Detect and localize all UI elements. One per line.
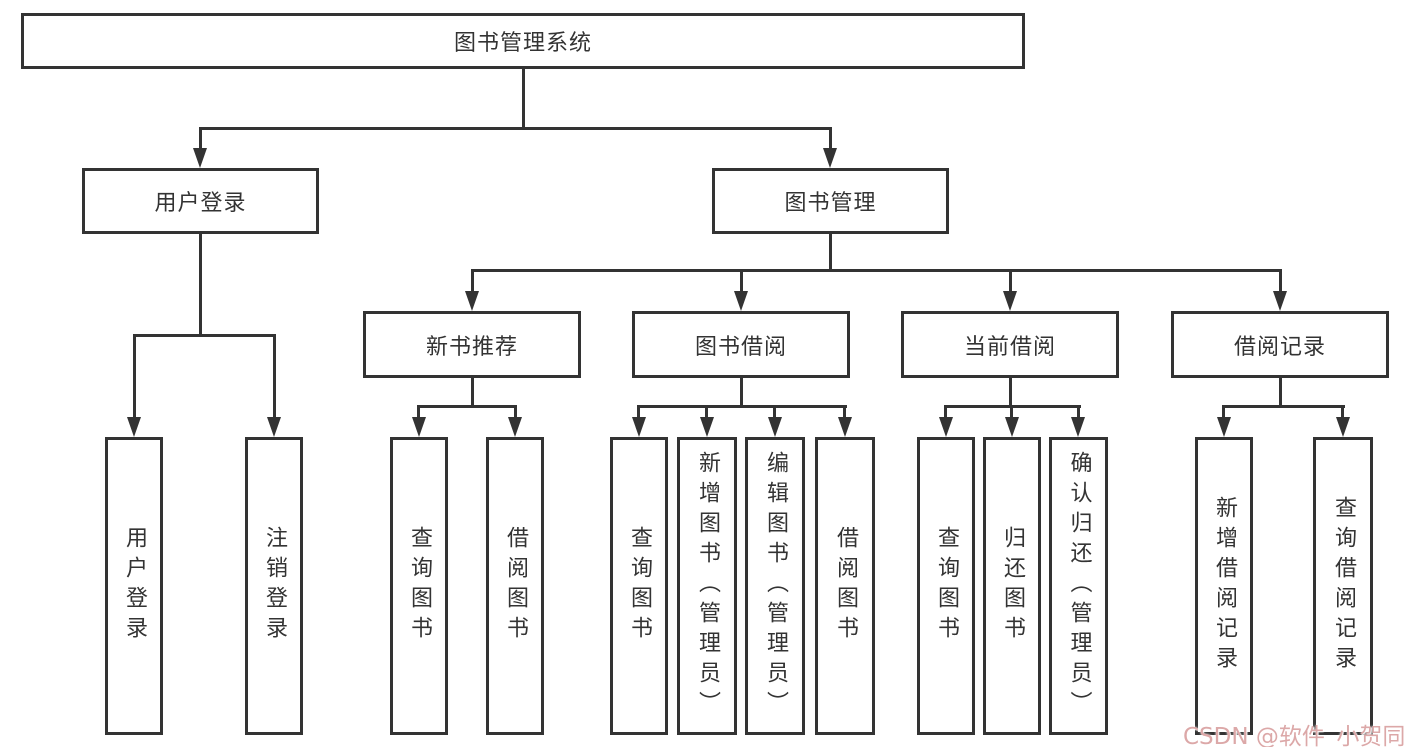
connector-stem bbox=[417, 405, 420, 419]
leaf-borrow-books-recommend: 借阅图书 bbox=[486, 437, 544, 735]
node-label: 新书推荐 bbox=[425, 334, 518, 360]
node-user-login: 用户登录 bbox=[82, 168, 319, 234]
connector-stem bbox=[829, 127, 832, 150]
arrowhead-down-icon bbox=[1336, 417, 1350, 437]
node-label: 图书借阅 bbox=[694, 334, 787, 360]
leaf-return-books: 归还图书 bbox=[983, 437, 1041, 735]
leaf-add-borrow-record: 新增借阅记录 bbox=[1195, 437, 1253, 735]
connector-root-stem bbox=[522, 69, 525, 128]
connector-stem bbox=[1222, 405, 1225, 419]
arrowhead-down-icon bbox=[700, 417, 714, 437]
connector-stem bbox=[740, 378, 743, 408]
node-label: 借阅图书 bbox=[503, 526, 528, 646]
leaf-query-books-current: 查询图书 bbox=[917, 437, 975, 735]
node-label: 借阅记录 bbox=[1233, 334, 1326, 360]
connector-stem bbox=[1077, 405, 1080, 419]
node-label: 确认归还（管理员） bbox=[1066, 451, 1092, 721]
arrowhead-down-icon bbox=[632, 417, 646, 437]
connector-user-login-branch bbox=[133, 334, 275, 337]
leaf-query-borrow-record: 查询借阅记录 bbox=[1313, 437, 1373, 735]
node-label: 编辑图书（管理员） bbox=[763, 451, 788, 721]
leaf-user-login: 用户登录 bbox=[105, 437, 163, 735]
node-label: 注销登录 bbox=[262, 526, 287, 646]
node-new-book-recommend: 新书推荐 bbox=[363, 311, 581, 378]
node-label: 查询图书 bbox=[627, 526, 652, 646]
node-label: 新增图书（管理员） bbox=[695, 451, 720, 721]
node-book-borrow: 图书借阅 bbox=[632, 311, 850, 378]
node-label: 当前借阅 bbox=[963, 334, 1056, 360]
connector-stem bbox=[1009, 378, 1012, 408]
node-label: 用户登录 bbox=[122, 526, 147, 646]
connector-stem bbox=[1279, 269, 1282, 293]
connector-stem bbox=[273, 334, 276, 419]
arrowhead-down-icon bbox=[193, 148, 207, 168]
node-label: 图书管理系统 bbox=[453, 31, 592, 56]
node-label: 归还图书 bbox=[1000, 526, 1025, 646]
connector-root-branch bbox=[199, 127, 831, 130]
arrowhead-down-icon bbox=[508, 417, 522, 437]
arrowhead-down-icon bbox=[838, 417, 852, 437]
connector-stem bbox=[944, 405, 947, 419]
arrowhead-down-icon bbox=[465, 291, 479, 311]
leaf-query-books-borrow: 查询图书 bbox=[610, 437, 668, 735]
node-label: 借阅图书 bbox=[833, 526, 858, 646]
node-label: 图书管理 bbox=[784, 191, 877, 216]
arrowhead-down-icon bbox=[768, 417, 782, 437]
arrowhead-down-icon bbox=[1005, 417, 1019, 437]
connector-stem bbox=[773, 405, 776, 419]
node-current-borrow: 当前借阅 bbox=[901, 311, 1119, 378]
node-label: 查询借阅记录 bbox=[1331, 496, 1356, 676]
connector-book-mgmt-stem bbox=[829, 234, 832, 272]
leaf-logout: 注销登录 bbox=[245, 437, 303, 735]
arrowhead-down-icon bbox=[1217, 417, 1231, 437]
connector-stem bbox=[133, 334, 136, 419]
node-book-management: 图书管理 bbox=[712, 168, 949, 234]
arrowhead-down-icon bbox=[267, 417, 281, 437]
arrowhead-down-icon bbox=[1273, 291, 1287, 311]
connector-stem bbox=[1279, 378, 1282, 408]
connector-user-login-stem bbox=[199, 234, 202, 336]
connector-stem bbox=[1341, 405, 1344, 419]
arrowhead-down-icon bbox=[734, 291, 748, 311]
connector-stem bbox=[1010, 405, 1013, 419]
arrowhead-down-icon bbox=[1003, 291, 1017, 311]
connector-stem bbox=[705, 405, 708, 419]
arrowhead-down-icon bbox=[127, 417, 141, 437]
node-label: 新增借阅记录 bbox=[1212, 496, 1237, 676]
leaf-query-books-recommend: 查询图书 bbox=[390, 437, 448, 735]
leaf-add-books-admin: 新增图书（管理员） bbox=[677, 437, 737, 735]
arrowhead-down-icon bbox=[1071, 417, 1085, 437]
connector-branch bbox=[417, 405, 517, 408]
connector-book-mgmt-branch bbox=[471, 269, 1282, 272]
arrowhead-down-icon bbox=[823, 148, 837, 168]
connector-stem bbox=[1009, 269, 1012, 293]
connector-branch bbox=[637, 405, 847, 408]
connector-stem bbox=[471, 378, 474, 408]
connector-stem bbox=[740, 269, 743, 293]
node-label: 查询图书 bbox=[934, 526, 959, 646]
arrowhead-down-icon bbox=[412, 417, 426, 437]
node-label: 查询图书 bbox=[407, 526, 432, 646]
leaf-borrow-books: 借阅图书 bbox=[815, 437, 875, 735]
node-borrow-records: 借阅记录 bbox=[1171, 311, 1389, 378]
csdn-watermark: CSDN @软件_小贺同学 bbox=[1183, 724, 1405, 747]
connector-stem bbox=[514, 405, 517, 419]
connector-stem bbox=[199, 127, 202, 150]
arrowhead-down-icon bbox=[939, 417, 953, 437]
connector-stem bbox=[637, 405, 640, 419]
node-label: 用户登录 bbox=[154, 191, 247, 216]
connector-stem bbox=[471, 269, 474, 293]
connector-stem bbox=[843, 405, 846, 419]
node-root-library-system: 图书管理系统 bbox=[21, 13, 1025, 69]
connector-branch bbox=[1222, 405, 1345, 408]
leaf-edit-books-admin: 编辑图书（管理员） bbox=[745, 437, 805, 735]
leaf-confirm-return-admin: 确认归还（管理员） bbox=[1049, 437, 1108, 735]
